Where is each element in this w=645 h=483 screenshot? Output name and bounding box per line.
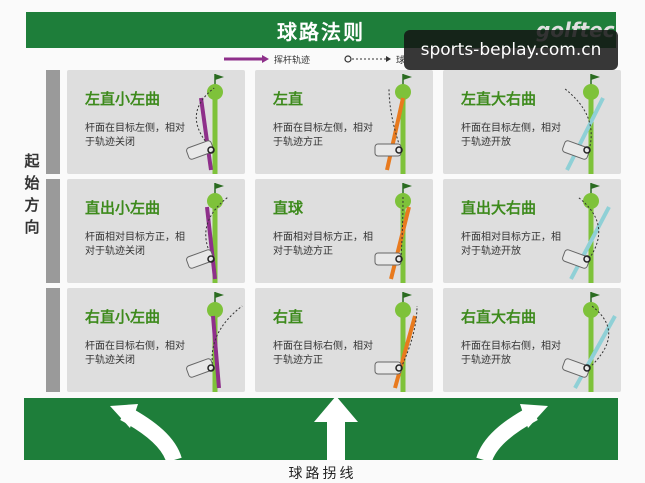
shot-cell: 左直大右曲杆面在目标左侧，相对于轨迹开放	[443, 70, 621, 174]
shot-diagram-icon	[374, 74, 412, 174]
shot-cell: 右直大右曲杆面在目标右侧，相对于轨迹开放	[443, 288, 621, 392]
shot-cell: 右直小左曲杆面在目标右侧，相对于轨迹关闭	[67, 288, 245, 392]
shot-title: 直出大右曲	[461, 199, 537, 217]
shot-title: 直球	[273, 199, 304, 217]
swing-path-arrow-icon	[224, 55, 269, 63]
page-title: 球路法则	[277, 19, 365, 44]
legend-swing-path-label: 挥杆轨迹	[274, 55, 311, 66]
row-stripe	[46, 288, 60, 392]
shot-title: 左直小左曲	[85, 90, 161, 108]
shot-diagram-icon	[186, 74, 224, 174]
shot-title: 右直大右曲	[461, 308, 537, 326]
shot-description: 杆面相对目标方正，相对于轨迹开放	[461, 232, 561, 257]
side-label-char: 始	[24, 174, 40, 192]
legend-ball-path-label: 球	[396, 55, 406, 66]
shot-cell: 直球杆面相对目标方正，相对于轨迹方正	[255, 179, 433, 283]
shot-description: 杆面在目标左侧，相对于轨迹开放	[461, 123, 561, 148]
shot-title: 右直小左曲	[85, 308, 161, 326]
shot-cell: 左直小左曲杆面在目标左侧，相对于轨迹关闭	[67, 70, 245, 174]
shot-diagram-icon	[186, 292, 243, 392]
shot-cell: 右直杆面在目标右侧，相对于轨迹方正	[255, 288, 433, 392]
shot-diagram-icon	[374, 292, 418, 392]
shot-description: 杆面在目标右侧，相对于轨迹开放	[461, 341, 561, 366]
row-stripe	[46, 70, 60, 174]
shot-description: 杆面在目标右侧，相对于轨迹关闭	[85, 341, 185, 366]
shot-diagram-icon	[374, 183, 412, 283]
shot-title: 左直	[273, 90, 304, 108]
ball-path-arrow-icon	[344, 55, 391, 63]
shot-description: 杆面相对目标方正，相对于轨迹关闭	[85, 232, 185, 257]
shot-diagram-icon	[562, 292, 617, 392]
row-stripe	[46, 179, 60, 283]
legend-ball-path: 球	[344, 52, 405, 66]
curve-arrows-icon	[110, 396, 548, 463]
side-label-char: 向	[24, 218, 40, 236]
watermark-badge: sports-beplay.com.cn	[404, 30, 618, 70]
shot-cell: 直出小左曲杆面相对目标方正，相对于轨迹关闭	[67, 179, 245, 283]
shot-description: 杆面相对目标方正，相对于轨迹方正	[273, 232, 373, 257]
start-direction-label: 起 始 方 向	[20, 150, 44, 238]
bottom-label: 球路拐线	[288, 466, 357, 482]
shot-title: 右直	[273, 308, 304, 326]
side-label-char: 方	[24, 196, 40, 214]
shot-cell: 直出大右曲杆面相对目标方正，相对于轨迹开放	[443, 179, 621, 283]
shot-description: 杆面在目标左侧，相对于轨迹关闭	[85, 123, 185, 148]
legend-swing-path: 挥杆轨迹	[222, 52, 310, 66]
shot-diagram-icon	[562, 74, 605, 174]
side-label-char: 起	[24, 152, 40, 170]
curve-arrows-panel	[24, 396, 618, 463]
shot-description: 杆面在目标右侧，相对于轨迹方正	[273, 341, 373, 366]
shot-cell: 左直杆面在目标左侧，相对于轨迹方正	[255, 70, 433, 174]
shot-diagram-icon	[186, 183, 229, 283]
shot-title: 直出小左曲	[85, 199, 161, 217]
shot-title: 左直大右曲	[461, 90, 537, 108]
shot-diagram-icon	[562, 183, 611, 283]
shot-description: 杆面在目标左侧，相对于轨迹方正	[273, 123, 373, 148]
